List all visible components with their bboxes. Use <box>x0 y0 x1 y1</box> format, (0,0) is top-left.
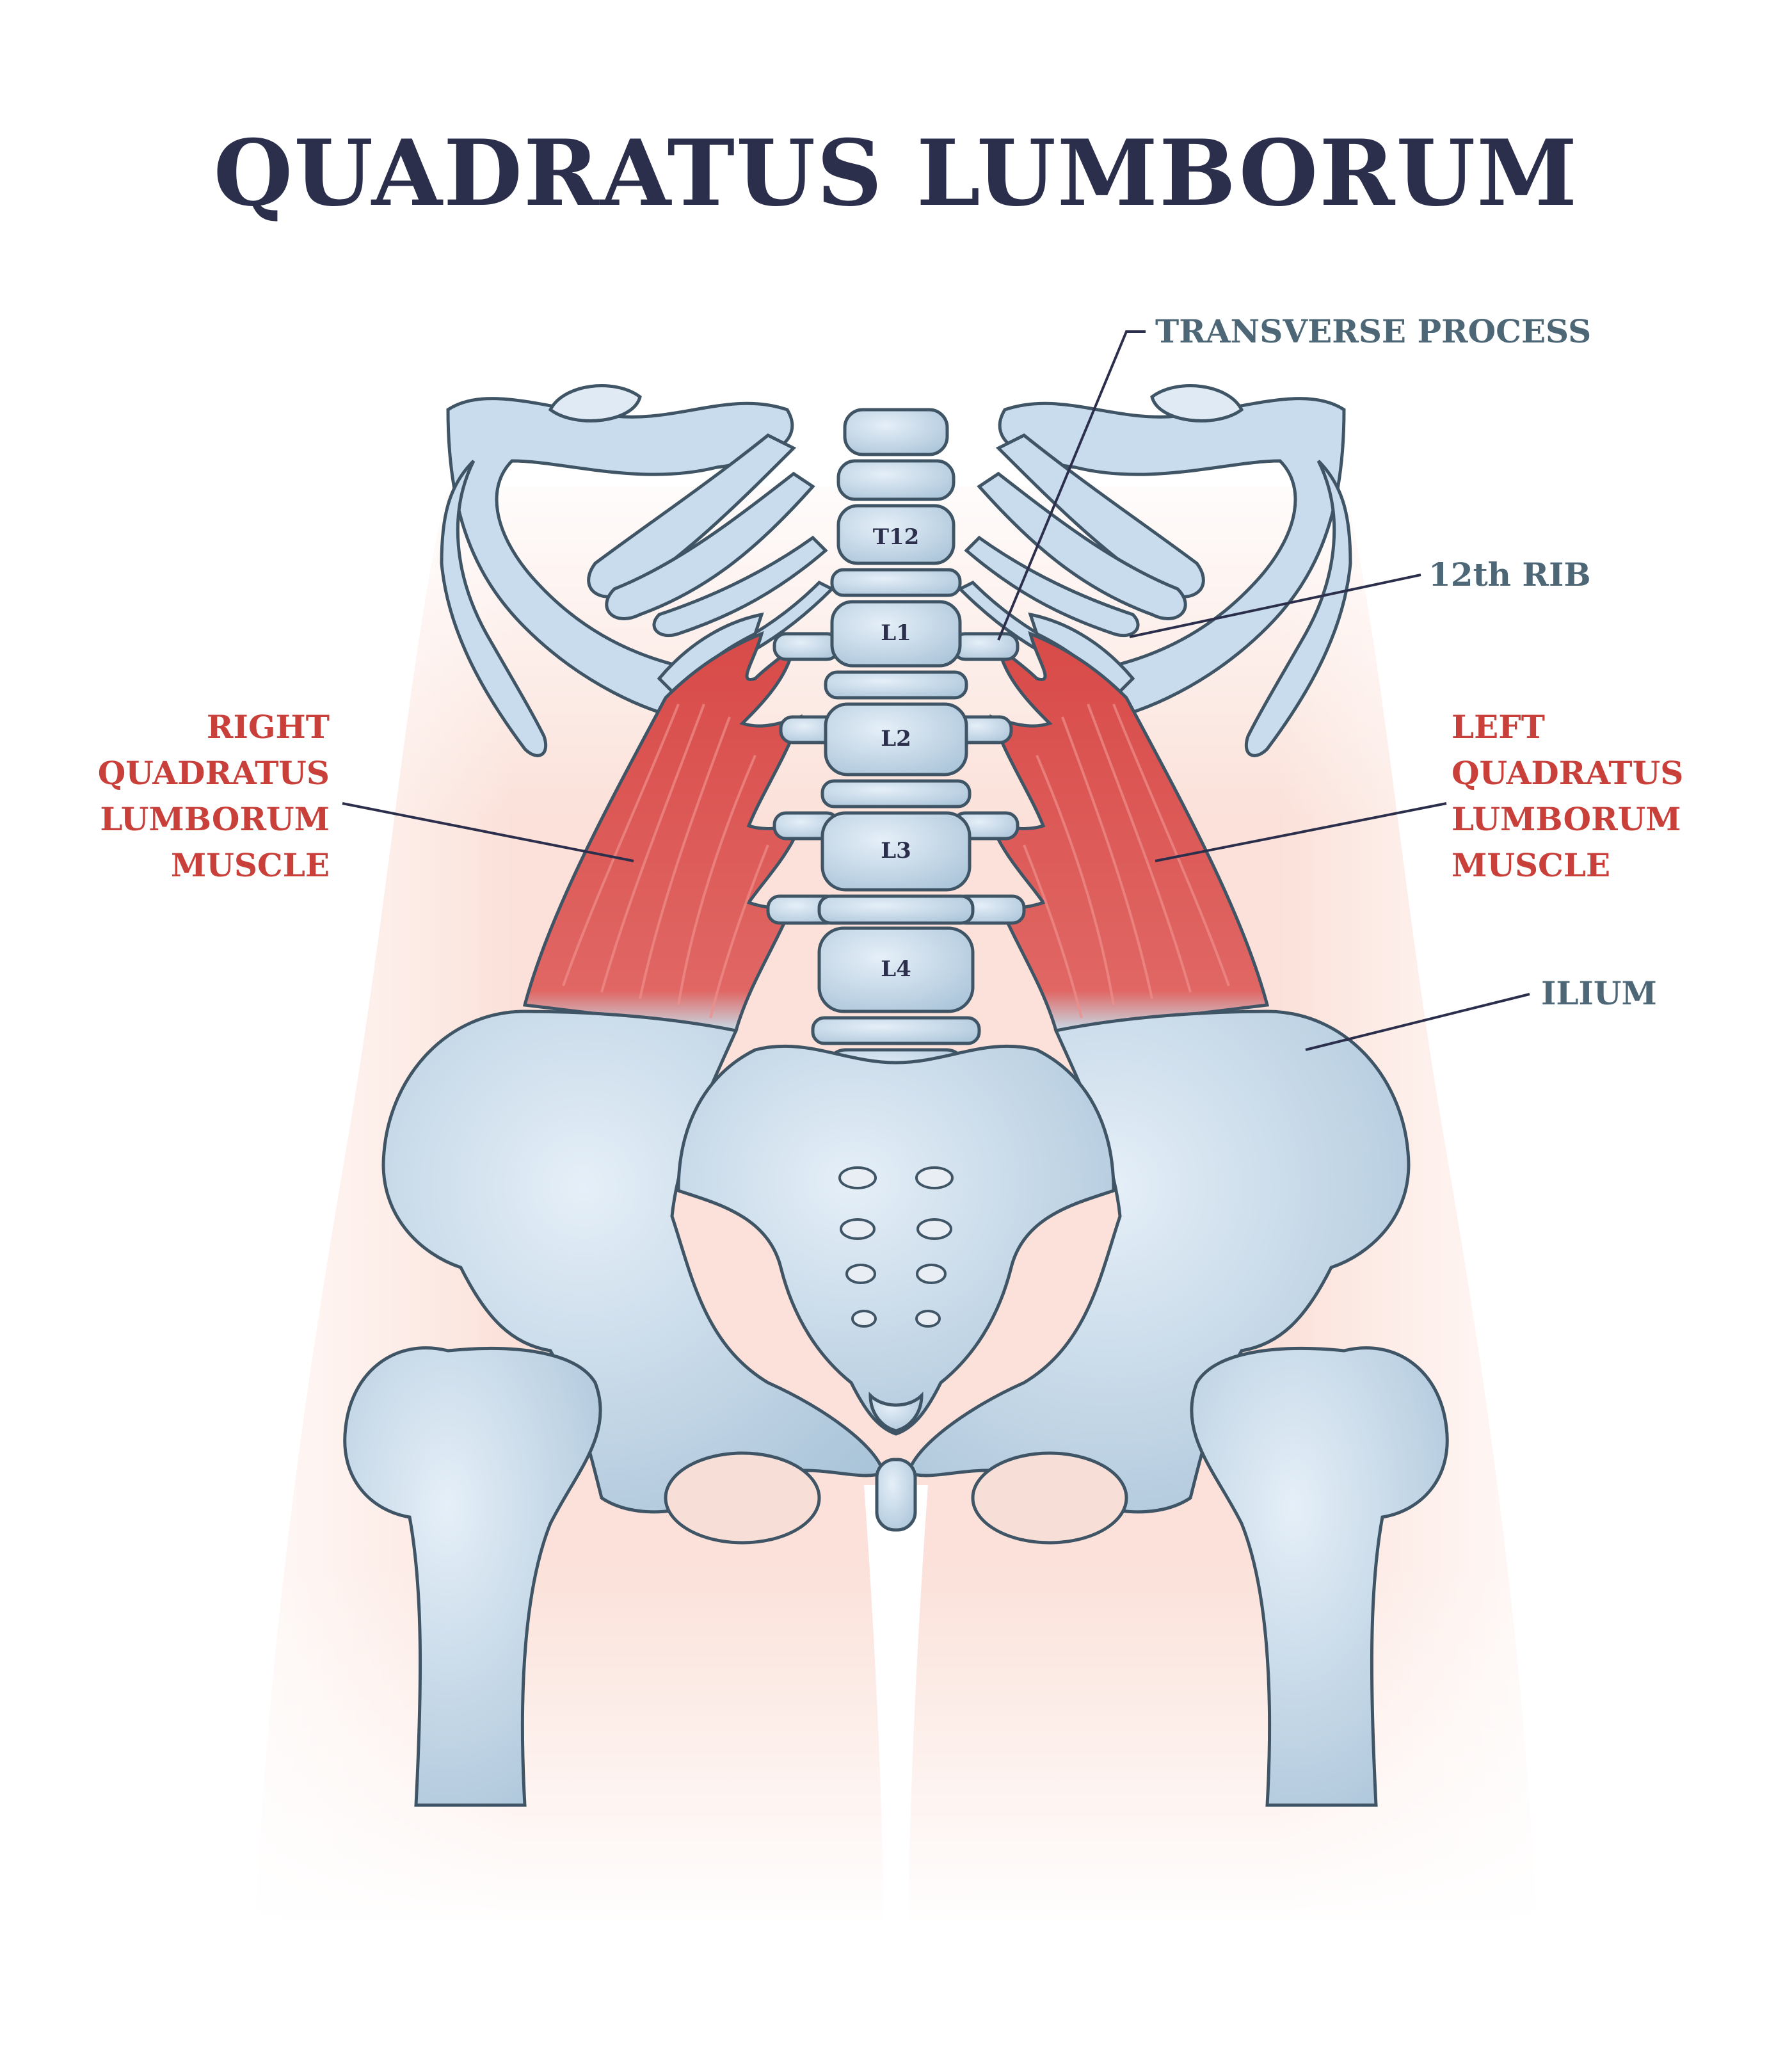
vertebra-label: L3 <box>881 838 911 864</box>
ilium-label: ILIUM <box>1541 974 1657 1012</box>
rib-cage-right <box>440 384 835 757</box>
transverse-process-leader <box>997 330 1146 641</box>
right-qlm-leader <box>342 802 634 862</box>
twelfth-rib-leader <box>1129 574 1421 638</box>
label-line: MUSCLE <box>170 846 330 884</box>
transverse-process-label: TRANSVERSE PROCESS <box>1155 312 1592 350</box>
label-line: LUMBORUM <box>100 800 330 838</box>
right-quadratus-lumborum-label: RIGHT QUADRATUS LUMBORUM MUSCLE <box>98 704 330 889</box>
sacral-foramina <box>838 1166 954 1328</box>
label-line: RIGHT <box>206 708 330 746</box>
right-quadratus-lumborum-muscle <box>522 631 803 1033</box>
page-title: QUADRATUS LUMBORUM <box>213 120 1579 227</box>
label-line: QUADRATUS <box>97 754 330 792</box>
label-line: LUMBORUM <box>1452 800 1681 838</box>
label-line: QUADRATUS <box>1452 754 1684 792</box>
twelfth-rib-label: 12th RIB <box>1428 556 1591 593</box>
vertebra-label: L2 <box>881 726 911 752</box>
left-quadratus-lumborum-label: LEFT QUADRATUS LUMBORUM MUSCLE <box>1452 704 1683 889</box>
vertebra-label: L4 <box>881 956 911 982</box>
label-line: MUSCLE <box>1452 846 1611 884</box>
left-quadratus-lumborum-muscle <box>989 631 1270 1033</box>
pelvis <box>343 1009 1449 1807</box>
label-line: LEFT <box>1452 708 1545 746</box>
callout-lines <box>342 330 1530 1051</box>
vertebra-label: L1 <box>881 620 911 646</box>
left-qlm-leader <box>1155 802 1447 862</box>
vertebra-label: T12 <box>873 524 920 550</box>
obturator-foramen <box>664 1451 1128 1545</box>
ilium-leader <box>1305 993 1530 1051</box>
